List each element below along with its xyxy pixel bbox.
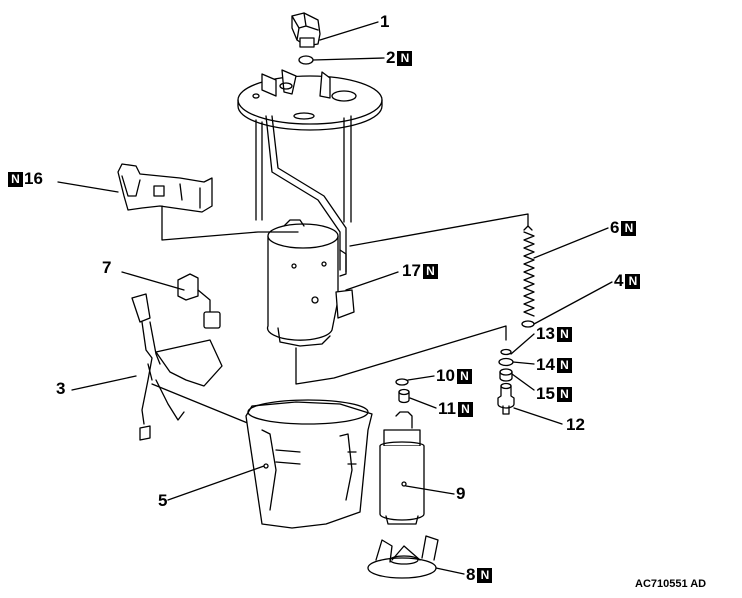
callout-3-number: 3 — [56, 379, 66, 398]
callout-3: 3 — [56, 380, 65, 398]
leader-15 — [511, 373, 535, 391]
leader-3-to-5 — [151, 383, 251, 425]
part-15-collar — [499, 368, 513, 382]
leader-17 — [345, 271, 399, 291]
callout-4-number: 4 — [614, 271, 624, 290]
part-flange-plate — [237, 69, 383, 273]
callout-15-number: 15 — [536, 384, 555, 403]
part-5-reservoir — [245, 399, 373, 529]
new-part-badge: N — [625, 274, 641, 290]
part-1-connector — [291, 12, 321, 48]
part-11-cap — [398, 388, 410, 404]
leader-2 — [312, 57, 385, 61]
callout-14-number: 14 — [536, 355, 555, 374]
leader-4 — [533, 281, 613, 325]
callout-9-number: 9 — [456, 484, 466, 503]
callout-16-number: 16 — [24, 169, 43, 188]
part-10-o-ring — [395, 378, 409, 386]
leader-8 — [435, 567, 465, 575]
leader-12 — [513, 407, 563, 425]
callout-12-number: 12 — [566, 415, 585, 434]
callout-5: 5 — [158, 492, 167, 510]
part-16-bracket — [117, 163, 213, 213]
part-8-filter — [367, 535, 439, 579]
new-part-badge: N — [456, 369, 472, 385]
leader-14 — [512, 361, 535, 365]
part-14-o-ring — [498, 357, 514, 367]
assembly-line-6 — [349, 213, 529, 247]
part-4-washer — [521, 320, 535, 328]
callout-10-number: 10 — [436, 366, 455, 385]
leader-16 — [161, 205, 299, 241]
part-13-ring — [500, 348, 512, 356]
callout-17-number: 17 — [402, 261, 421, 280]
callout-6-number: 6 — [610, 218, 620, 237]
leader-1 — [319, 21, 379, 41]
callout-7: 7 — [102, 259, 111, 277]
callout-12: 12 — [566, 416, 585, 434]
callout-11-number: 11 — [438, 399, 456, 418]
part-17-canister — [266, 219, 355, 347]
callout-9: 9 — [456, 485, 465, 503]
new-part-badge: N — [477, 568, 493, 584]
leader-16b — [57, 181, 119, 193]
leader-9 — [405, 485, 455, 495]
new-part-badge: N — [621, 221, 637, 237]
leader-5 — [167, 465, 265, 501]
callout-1: 1 — [380, 13, 389, 31]
callout-8-number: 8 — [466, 565, 476, 584]
new-part-badge: N — [397, 51, 413, 67]
part-2-o-ring — [298, 55, 314, 65]
part-7-sender — [177, 273, 221, 329]
assembly-line-12 — [295, 325, 507, 385]
part-6-spring — [523, 225, 535, 317]
part-9-fuel-pump — [379, 411, 425, 525]
part-3-level-gauge — [131, 293, 223, 441]
callout-1-number: 1 — [380, 12, 390, 31]
leader-6 — [533, 227, 609, 259]
callout-13-number: 13 — [536, 324, 555, 343]
part-12-regulator — [497, 382, 515, 415]
leader-7 — [121, 271, 185, 291]
new-part-badge: N — [556, 387, 572, 403]
new-part-badge: N — [556, 358, 572, 374]
new-part-badge: N — [8, 172, 23, 188]
leader-10 — [407, 375, 435, 381]
leader-13 — [510, 333, 535, 355]
callout-5-number: 5 — [158, 491, 168, 510]
callout-2-number: 2 — [386, 48, 396, 67]
document-code: AC710551 AD — [635, 578, 707, 590]
leader-11 — [409, 397, 437, 409]
leader-3 — [71, 375, 137, 391]
new-part-badge: N — [422, 264, 438, 280]
new-part-badge: N — [457, 402, 473, 418]
callout-7-number: 7 — [102, 258, 112, 277]
new-part-badge: N — [556, 327, 572, 343]
